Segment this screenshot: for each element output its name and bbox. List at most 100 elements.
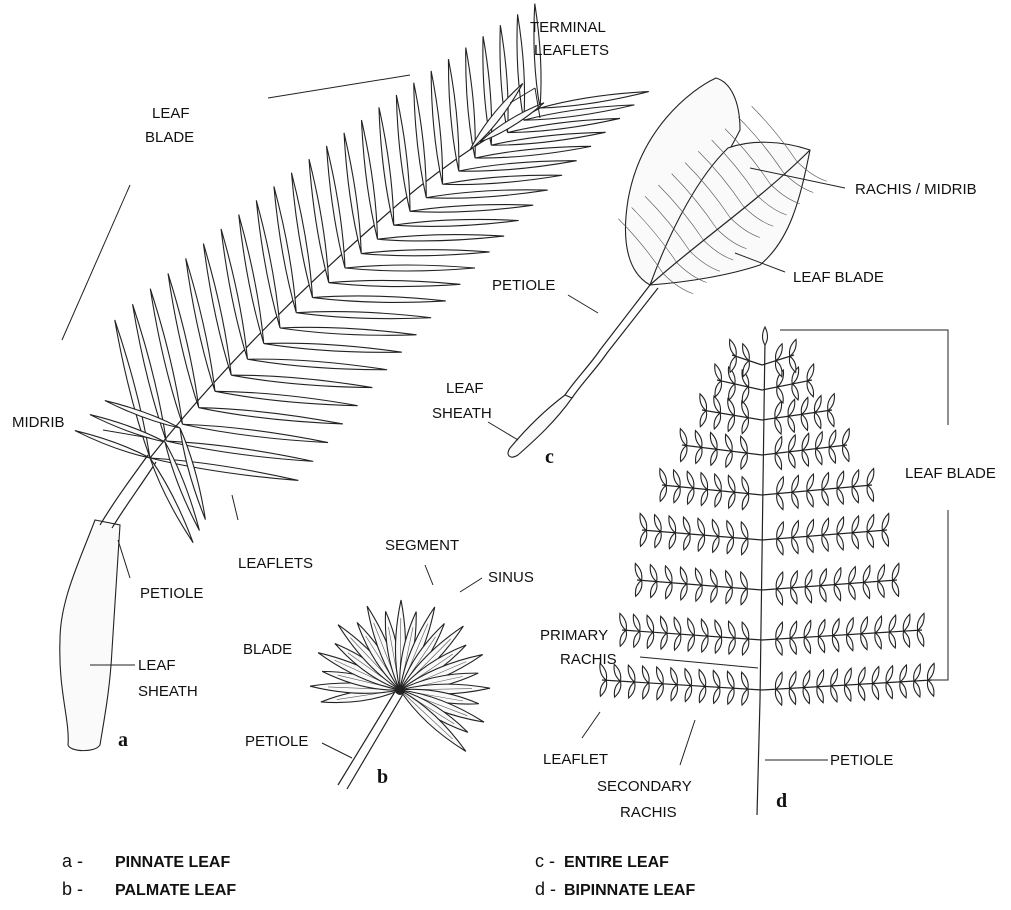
entire-leaf-sheath xyxy=(508,395,572,457)
bipinnate-leaflet xyxy=(640,513,647,530)
bipinnate-leaflet xyxy=(791,588,798,604)
bipinnate-leaflet xyxy=(872,667,879,684)
bipinnate-leaflet xyxy=(714,396,721,413)
petiole-label: PETIOLE xyxy=(140,585,203,602)
midrib-label: MIDRIB xyxy=(12,414,65,431)
blade-label: BLADE xyxy=(243,641,292,658)
bipinnate-leaflet xyxy=(729,492,736,508)
bipinnate-leaflet xyxy=(777,387,784,403)
bipinnate-leaflet xyxy=(875,633,882,649)
bipinnate-leaflet xyxy=(743,344,750,361)
pinnate-leaflet xyxy=(410,205,533,213)
pinnate-leaflet xyxy=(448,59,458,171)
bipinnate-leaflet xyxy=(687,488,694,504)
bipinnate-leaflet xyxy=(742,639,749,655)
bipinnate-leaflet xyxy=(687,471,694,488)
bipinnate-leaflet xyxy=(660,469,667,486)
bipinnate-leaflet xyxy=(822,490,829,506)
legend-text: PALMATE LEAF xyxy=(115,882,236,899)
legend-letter: c - xyxy=(535,851,555,871)
pinnate-leaflet xyxy=(264,343,402,352)
bipinnate-leaflet xyxy=(807,536,814,552)
bipinnate-leaflet xyxy=(892,580,899,596)
bipinnate-leaflet xyxy=(728,398,735,415)
pinnate-leaflet xyxy=(475,146,591,158)
terminal-leaflets-label: TERMINAL xyxy=(530,19,606,36)
bipinnate-leaflet xyxy=(805,570,812,587)
bipinnate-leaflet xyxy=(822,518,829,535)
petiole-pointer xyxy=(568,295,598,313)
bipinnate-leaflet xyxy=(867,532,874,548)
bipinnate-leaflet xyxy=(818,620,825,637)
bipinnate-leaflet xyxy=(713,536,720,552)
bipinnate-leaflet xyxy=(858,684,865,700)
bipinnate-leaflet xyxy=(728,688,735,704)
bipinnate-leaflet xyxy=(710,569,717,586)
leaf-sheath-label: LEAF xyxy=(446,380,484,397)
bipinnate-leaflet xyxy=(792,538,799,554)
bipinnate-leaflet xyxy=(822,473,829,490)
leaf-sheath-label: LEAF xyxy=(138,657,176,674)
bipinnate-leaflet xyxy=(875,616,882,633)
bipinnate-leaflet xyxy=(698,518,705,535)
pinnate-leaflet xyxy=(248,359,388,370)
bipinnate-leaflet xyxy=(729,384,736,400)
bipinnate-leaflet xyxy=(863,582,870,598)
bipinnate-leaflet xyxy=(620,613,627,630)
bipinnate-leaflet xyxy=(680,446,687,462)
leaf-blade-bracket-line xyxy=(62,185,130,340)
legend-text: BIPINNATE LEAF xyxy=(564,882,695,899)
bipinnate-leaflet xyxy=(635,580,642,596)
bipinnate-leaflet xyxy=(713,670,720,687)
bipinnate-leaflet xyxy=(777,539,784,555)
bipinnate-leaflet xyxy=(777,477,784,494)
bipinnate-leaflet xyxy=(777,494,784,510)
bipinnate-leaflet xyxy=(832,619,839,636)
bipinnate-leaflet xyxy=(790,621,797,638)
bipinnate-leaflet xyxy=(727,538,734,554)
bipinnate-leaflet xyxy=(640,530,647,546)
bipinnate-leaflet xyxy=(775,689,782,705)
pinnate-leaf-petiole xyxy=(100,455,156,528)
bipinnate-leaflet xyxy=(741,522,748,539)
bipinnate-leaflet xyxy=(729,638,736,654)
figure-letter-a: a xyxy=(118,729,128,751)
bipinnate-leaflet xyxy=(666,583,673,599)
bipinnate-leaflet xyxy=(741,672,748,689)
bipinnate-leaflet xyxy=(832,636,839,652)
leaf-blade-bracket-line xyxy=(268,75,410,98)
bipinnate-leaflet xyxy=(775,453,782,469)
pinnate-leaflet xyxy=(378,235,505,241)
figure-letter-d: d xyxy=(776,790,787,812)
bipinnate-leaflet xyxy=(889,632,896,648)
bipinnate-leaflet xyxy=(789,671,796,688)
legend-letter: d - xyxy=(535,879,556,899)
bipinnate-leaflet xyxy=(726,588,733,604)
bipinnate-leaflet xyxy=(699,686,706,702)
bipinnate-leaflet xyxy=(695,568,702,585)
bipinnate-leaflet xyxy=(903,614,910,631)
bipinnate-leaflet xyxy=(741,572,748,589)
bipinnate-leaflet xyxy=(867,515,874,532)
bipinnate-leaflet xyxy=(728,475,735,492)
legend-text: PINNATE LEAF xyxy=(115,854,230,871)
bipinnate-leaflet xyxy=(792,475,799,492)
bipinnate-leaflet xyxy=(674,617,681,634)
bipinnate-leaflet xyxy=(695,431,702,448)
bipinnate-leaflet xyxy=(671,685,678,701)
bipinnate-leaflet xyxy=(801,414,808,430)
figure-letters: a b c d xyxy=(118,446,787,812)
figure-letter-b: b xyxy=(377,766,388,788)
bipinnate-leaflet xyxy=(700,411,707,427)
bipinnate-leaflet xyxy=(863,566,870,583)
leaf-sheath-pointer xyxy=(488,422,518,440)
bipinnate-leaflet xyxy=(831,686,838,702)
figure-letter-c: c xyxy=(545,446,554,468)
petiole-pointer xyxy=(118,540,130,578)
bipinnate-leaflet xyxy=(728,621,735,638)
primary-rachis-pointer xyxy=(640,657,758,668)
bipinnate-leaflet xyxy=(710,432,717,449)
leaflet-label: LEAFLET xyxy=(543,751,608,768)
bipinnate-leaflet xyxy=(680,567,687,584)
bipinnate-leaflet xyxy=(702,636,709,652)
